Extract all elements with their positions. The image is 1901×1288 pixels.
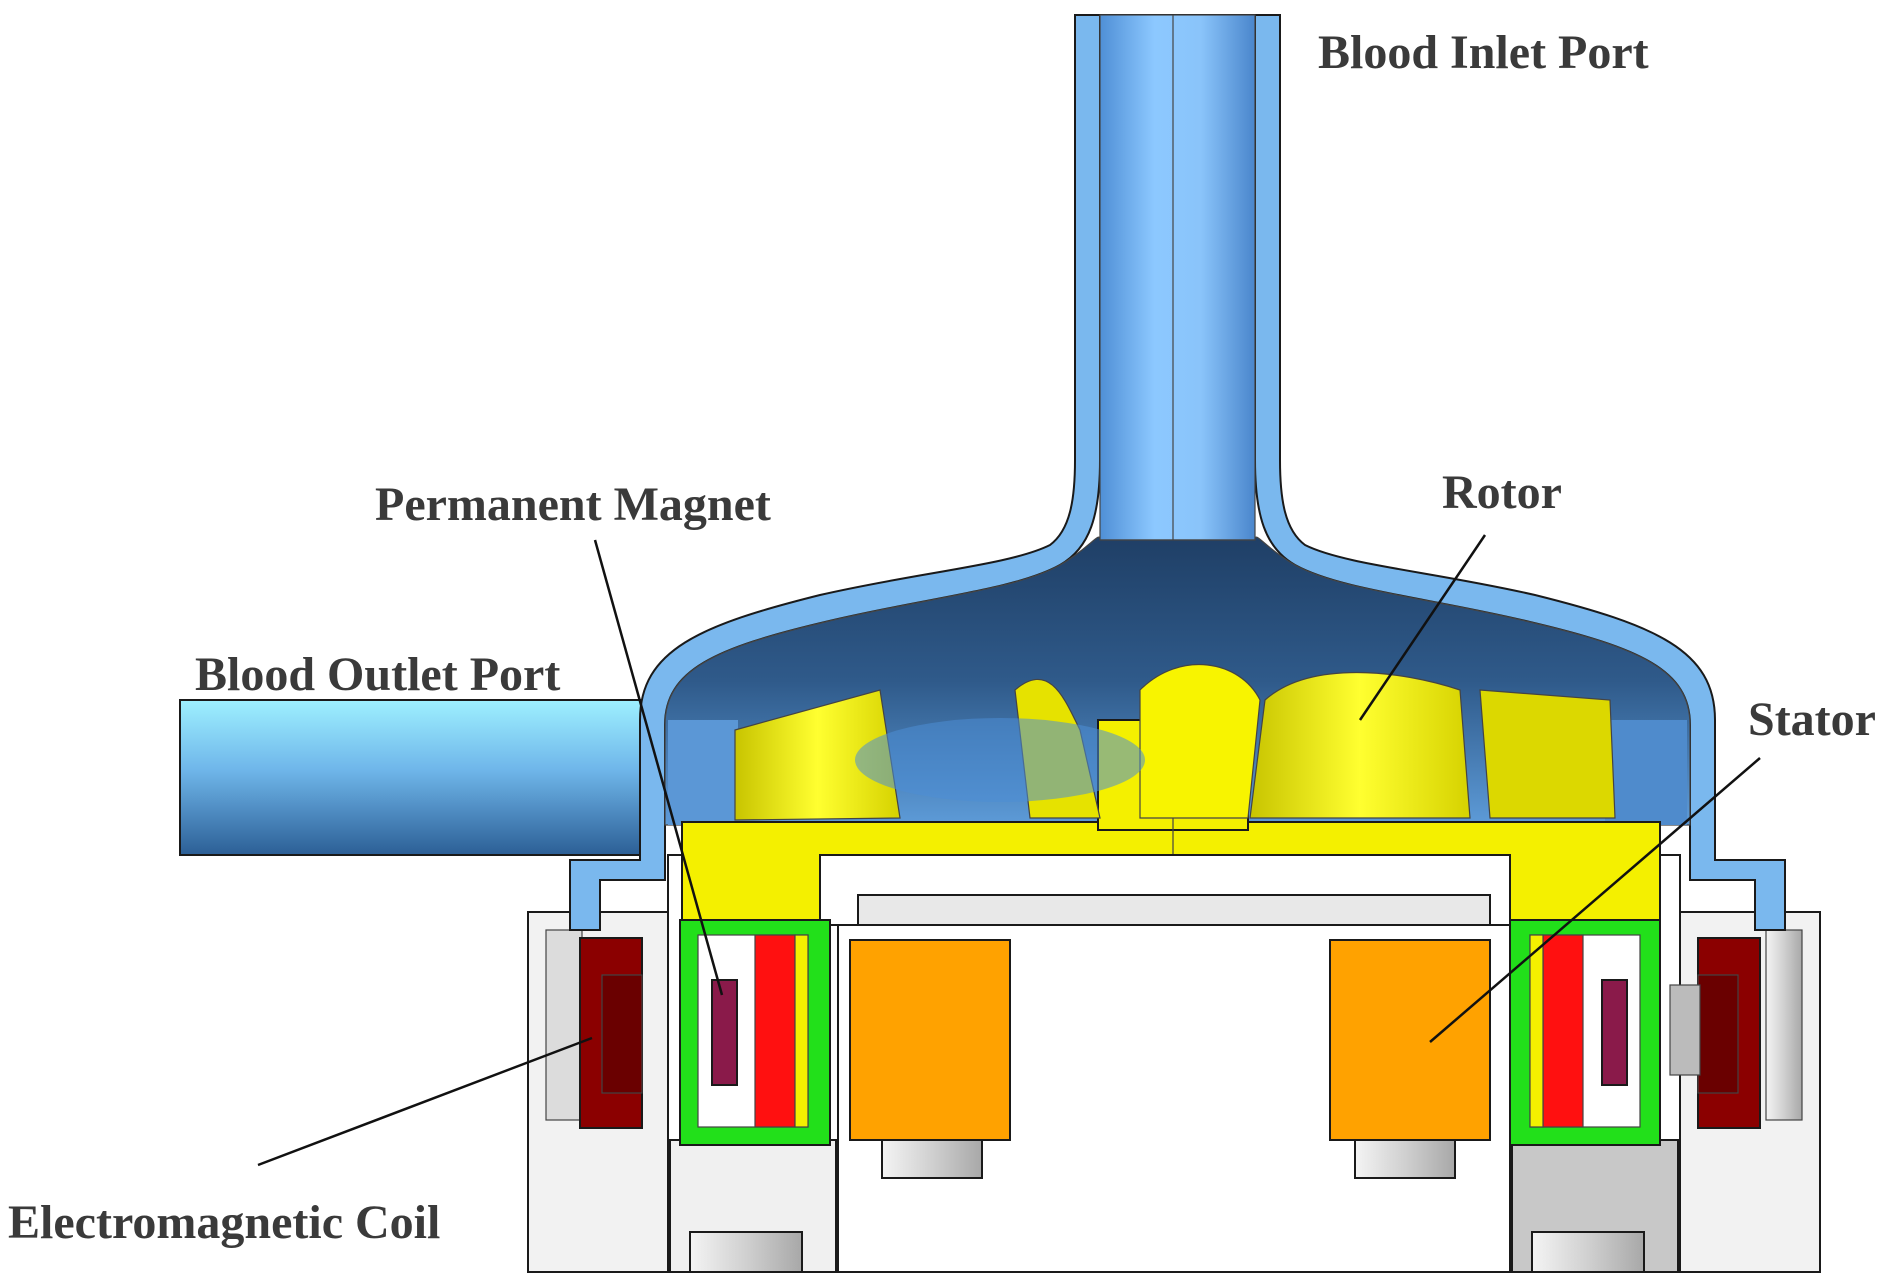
label-rotor: Rotor: [1442, 466, 1562, 519]
leader-electromagnetic-coil: [257, 1036, 593, 1167]
stator: [849, 939, 1491, 1179]
rotor-impeller: [681, 664, 1661, 983]
electromagnetic-coil-left: [579, 937, 643, 1129]
leader-lines: [257, 534, 1761, 1167]
label-blood-outlet-port: Blood Outlet Port: [195, 648, 560, 701]
leader-stator: [1429, 757, 1761, 1043]
electromagnetic-coil-right: [1669, 937, 1761, 1129]
label-blood-inlet-port: Blood Inlet Port: [1318, 26, 1649, 79]
label-stator: Stator: [1748, 693, 1876, 746]
leader-permanent-magnet: [593, 539, 724, 996]
blood-outlet-port-tube: [179, 699, 651, 856]
label-electromagnetic-coil: Electromagnetic Coil: [8, 1196, 440, 1249]
leader-rotor: [1358, 534, 1487, 721]
labels: Blood Inlet Port Permanent Magnet Rotor …: [8, 26, 1876, 1249]
rotor-magnet-assembly-right: [1509, 919, 1661, 1146]
label-permanent-magnet: Permanent Magnet: [375, 478, 771, 531]
rotor-magnet-assembly-left: [679, 919, 831, 1146]
